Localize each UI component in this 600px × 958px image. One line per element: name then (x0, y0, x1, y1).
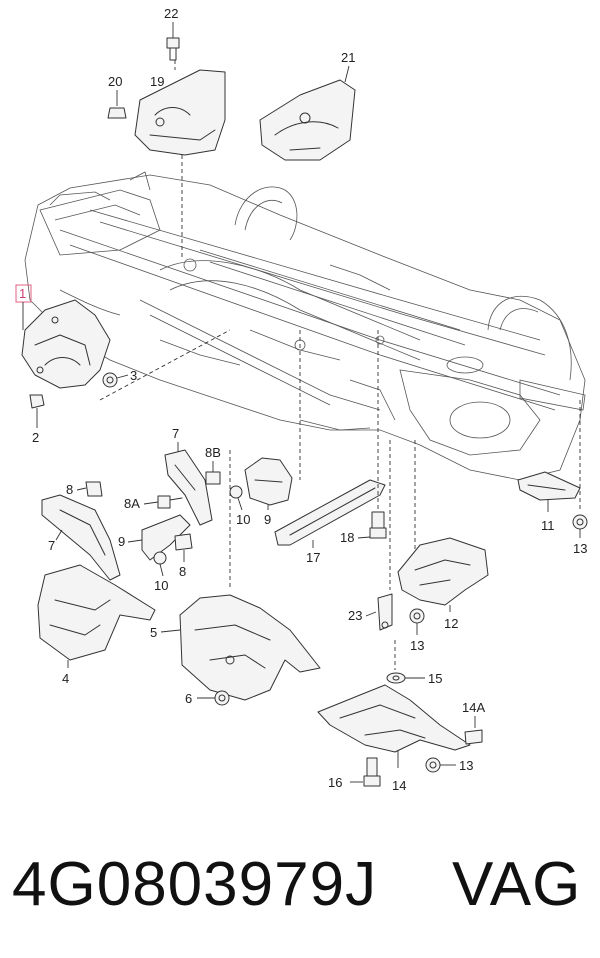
callout-2: 2 (32, 430, 39, 445)
part-12-heat-shield[interactable] (397, 537, 489, 606)
callout-14: 14 (392, 778, 406, 793)
callout-13b: 13 (410, 638, 424, 653)
part-19-heat-shield[interactable] (134, 69, 226, 156)
callout-10a: 10 (154, 578, 168, 593)
callout-23: 23 (348, 608, 362, 623)
parts-diagram: 1 2 3 22 20 19 21 8 (15, 6, 588, 793)
callout-13c: 13 (459, 758, 473, 773)
callout-3: 3 (130, 368, 137, 383)
callout-21: 21 (341, 50, 355, 65)
part-20-nut[interactable] (107, 107, 127, 119)
callout-19: 19 (150, 74, 164, 89)
callout-9a: 9 (118, 534, 125, 549)
callout-8a: 8 (66, 482, 73, 497)
callout-17: 17 (306, 550, 320, 565)
part-23-bracket[interactable] (377, 593, 393, 631)
part-14A-clip[interactable] (464, 729, 483, 745)
part-6-nut[interactable] (214, 690, 230, 706)
part-10-nut-right[interactable] (229, 485, 243, 499)
footer: 4G0803979J VAG (0, 835, 600, 935)
part-10-nut-left[interactable] (153, 551, 167, 565)
callout-7a: 7 (172, 426, 179, 441)
part-22-bolt[interactable] (166, 37, 180, 61)
brand-label: VAG (452, 850, 582, 919)
callout-8B: 8B (205, 445, 221, 460)
part-1-heat-shield[interactable] (21, 299, 111, 389)
callout-8A: 8A (124, 496, 140, 511)
callout-5: 5 (150, 625, 157, 640)
callout-4: 4 (62, 671, 69, 686)
callout-7b: 7 (48, 538, 55, 553)
callout-18: 18 (340, 530, 354, 545)
part-14-heat-shield[interactable] (317, 684, 471, 753)
part-number: 4G0803979J (12, 850, 378, 919)
callout-22: 22 (164, 6, 178, 21)
callout-6: 6 (185, 691, 192, 706)
part-3-nut[interactable] (102, 372, 118, 388)
callout-12: 12 (444, 616, 458, 631)
part-7-bracket-right[interactable] (164, 449, 213, 526)
callout-11: 11 (541, 518, 555, 533)
callout-10b: 10 (236, 512, 250, 527)
part-17-bracket[interactable] (274, 479, 386, 546)
callout-14A: 14A (462, 700, 485, 715)
callout-1: 1 (19, 286, 26, 301)
part-8B-clip[interactable] (205, 471, 221, 485)
part-11-bracket[interactable] (517, 471, 581, 501)
callout-15: 15 (428, 671, 442, 686)
part-15-washer[interactable] (386, 672, 406, 684)
part-18-bolt[interactable] (369, 511, 387, 539)
part-13-nut-bottom[interactable] (425, 757, 441, 773)
callout-9b: 9 (264, 512, 271, 527)
part-8-clip-right[interactable] (174, 533, 193, 551)
part-2-clip[interactable] (29, 394, 45, 409)
part-7-bracket-left[interactable] (41, 494, 121, 581)
callout-20: 20 (108, 74, 122, 89)
floor-pan (24, 171, 586, 481)
part-21-heat-shield[interactable] (259, 79, 356, 161)
part-5-heat-shield[interactable] (179, 594, 321, 701)
part-13-nut-right[interactable] (572, 514, 588, 530)
part-9-heat-shield[interactable] (244, 457, 293, 506)
callout-16: 16 (328, 775, 342, 790)
callout-13a: 13 (573, 541, 587, 556)
callout-8b: 8 (179, 564, 186, 579)
part-8-clip-left[interactable] (85, 481, 103, 497)
part-8A-bolt[interactable] (157, 495, 183, 509)
part-16-bolt[interactable] (363, 757, 381, 787)
part-13-nut-middle[interactable] (409, 608, 425, 624)
part-4-underbody-panel[interactable] (37, 564, 156, 661)
highlight-box-1 (15, 284, 32, 303)
part-9-bracket-left[interactable] (141, 514, 191, 561)
